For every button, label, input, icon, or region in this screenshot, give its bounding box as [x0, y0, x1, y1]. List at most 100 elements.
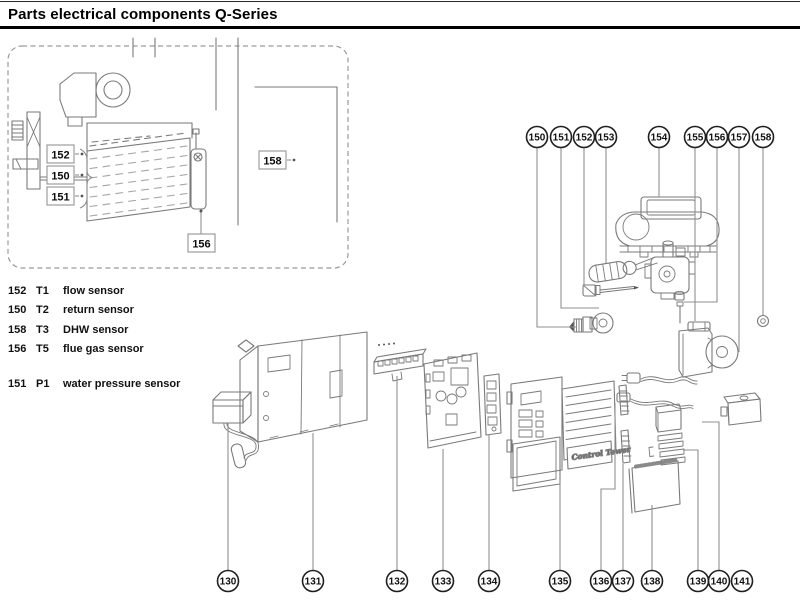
- part-138-cover-panel: [628, 458, 681, 514]
- schematic-label-dhw: 158: [258, 150, 296, 170]
- callout-number-140: 140: [711, 577, 728, 588]
- fan-symbol: [59, 72, 131, 127]
- callout-circle-152: [572, 125, 596, 149]
- flue-pipes: [132, 37, 338, 226]
- callout-155: 155: [683, 125, 707, 321]
- callout-134: 134: [477, 434, 501, 593]
- callout-number-138: 138: [644, 577, 661, 588]
- callout-137: 137: [611, 464, 635, 593]
- hydraulic-connections: [11, 111, 88, 190]
- callout-circle-130: [216, 569, 240, 593]
- legend-num: 150: [8, 304, 27, 317]
- title-rule: [0, 26, 800, 29]
- callout-number-152: 152: [576, 133, 593, 144]
- part-137-wiring-harness: [616, 372, 698, 409]
- page-title: Parts electrical components Q-Series: [8, 6, 278, 23]
- callout-number-130: 130: [220, 577, 237, 588]
- control-tower-badge: [566, 440, 613, 470]
- part-132-terminal-strip: [373, 342, 427, 382]
- callout-158: 158: [751, 125, 775, 315]
- label-152: 152: [51, 150, 69, 162]
- callout-132: 132: [385, 376, 409, 593]
- callout-139: 139: [683, 449, 710, 593]
- callout-number-158: 158: [755, 133, 772, 144]
- legend-name: water pressure sensor: [63, 377, 181, 390]
- callout-circle-150: [525, 125, 549, 149]
- callout-circle-153: [594, 125, 618, 149]
- callout-circle-158: [751, 125, 775, 149]
- callout-circle-156: [705, 125, 729, 149]
- callout-number-154: 154: [651, 133, 668, 144]
- schematic-label-return: 150: [46, 165, 84, 185]
- schematic-frame: [7, 45, 349, 269]
- part-136-strip: [618, 384, 630, 416]
- callout-circle-155: [683, 125, 707, 149]
- part-153-ignition-electrode: [588, 256, 658, 283]
- callout-number-139: 139: [690, 577, 707, 588]
- callout-circle-154: [647, 125, 671, 149]
- callout-135: 135: [548, 479, 572, 593]
- callout-136: 136: [589, 403, 616, 593]
- callout-141: 141: [730, 569, 754, 593]
- callout-152: 152: [572, 125, 596, 286]
- flue-gas-sensor-pocket: [190, 128, 207, 210]
- callout-150: 150: [525, 125, 576, 328]
- callout-number-134: 134: [481, 577, 498, 588]
- callout-151: 151: [549, 125, 599, 309]
- legend-name: flue gas sensor: [63, 343, 144, 356]
- callout-131: 131: [301, 433, 325, 593]
- callout-157: 157: [727, 125, 751, 352]
- callout-number-151: 151: [553, 133, 570, 144]
- location-schematic: 152 150 151 156 158: [7, 37, 349, 269]
- schematic-label-flue-gas: 156: [187, 209, 216, 253]
- callout-140: 140: [702, 421, 731, 593]
- part-130-transformer: [212, 391, 259, 469]
- legend-code: P1: [36, 377, 50, 390]
- top-rule: [0, 1, 800, 2]
- gas-valve: [644, 240, 696, 300]
- part-140-box: [720, 392, 762, 426]
- callout-153: 153: [594, 125, 618, 263]
- part-133-pcb: [423, 352, 482, 449]
- part-135-control-tower-housing: Control Tower: [506, 376, 632, 492]
- callout-circle-136: [589, 569, 613, 593]
- callout-circle-140: [707, 569, 731, 593]
- callout-circle-138: [640, 569, 664, 593]
- callout-138: 138: [640, 505, 664, 593]
- label-156: 156: [192, 239, 210, 251]
- part-158-dhw-sensor: [756, 314, 770, 328]
- callout-circle-151: [549, 125, 573, 149]
- callout-circle-131: [301, 569, 325, 593]
- callout-circle-132: [385, 569, 409, 593]
- callout-number-132: 132: [389, 577, 406, 588]
- callout-154: 154: [647, 125, 671, 197]
- part-152-flow-sensor: [582, 284, 639, 297]
- callout-circle-137: [611, 569, 635, 593]
- callout-circle-134: [477, 569, 501, 593]
- schematic-label-flow: 152: [46, 144, 84, 164]
- label-158: 158: [263, 156, 281, 168]
- callout-number-137: 137: [615, 577, 632, 588]
- callout-circle-135: [548, 569, 572, 593]
- callout-number-135: 135: [552, 577, 569, 588]
- callout-circle-133: [431, 569, 455, 593]
- callout-130: 130: [216, 423, 240, 593]
- callout-number-133: 133: [435, 577, 452, 588]
- callout-number-131: 131: [305, 577, 322, 588]
- legend-code: T5: [36, 343, 49, 356]
- callout-number-155: 155: [687, 133, 704, 144]
- callout-circle-157: [727, 125, 751, 149]
- callout-number-136: 136: [593, 577, 610, 588]
- callout-number-156: 156: [709, 133, 726, 144]
- part-137-strip: [620, 429, 632, 464]
- part-139-stack: [648, 403, 686, 466]
- label-150: 150: [51, 171, 69, 183]
